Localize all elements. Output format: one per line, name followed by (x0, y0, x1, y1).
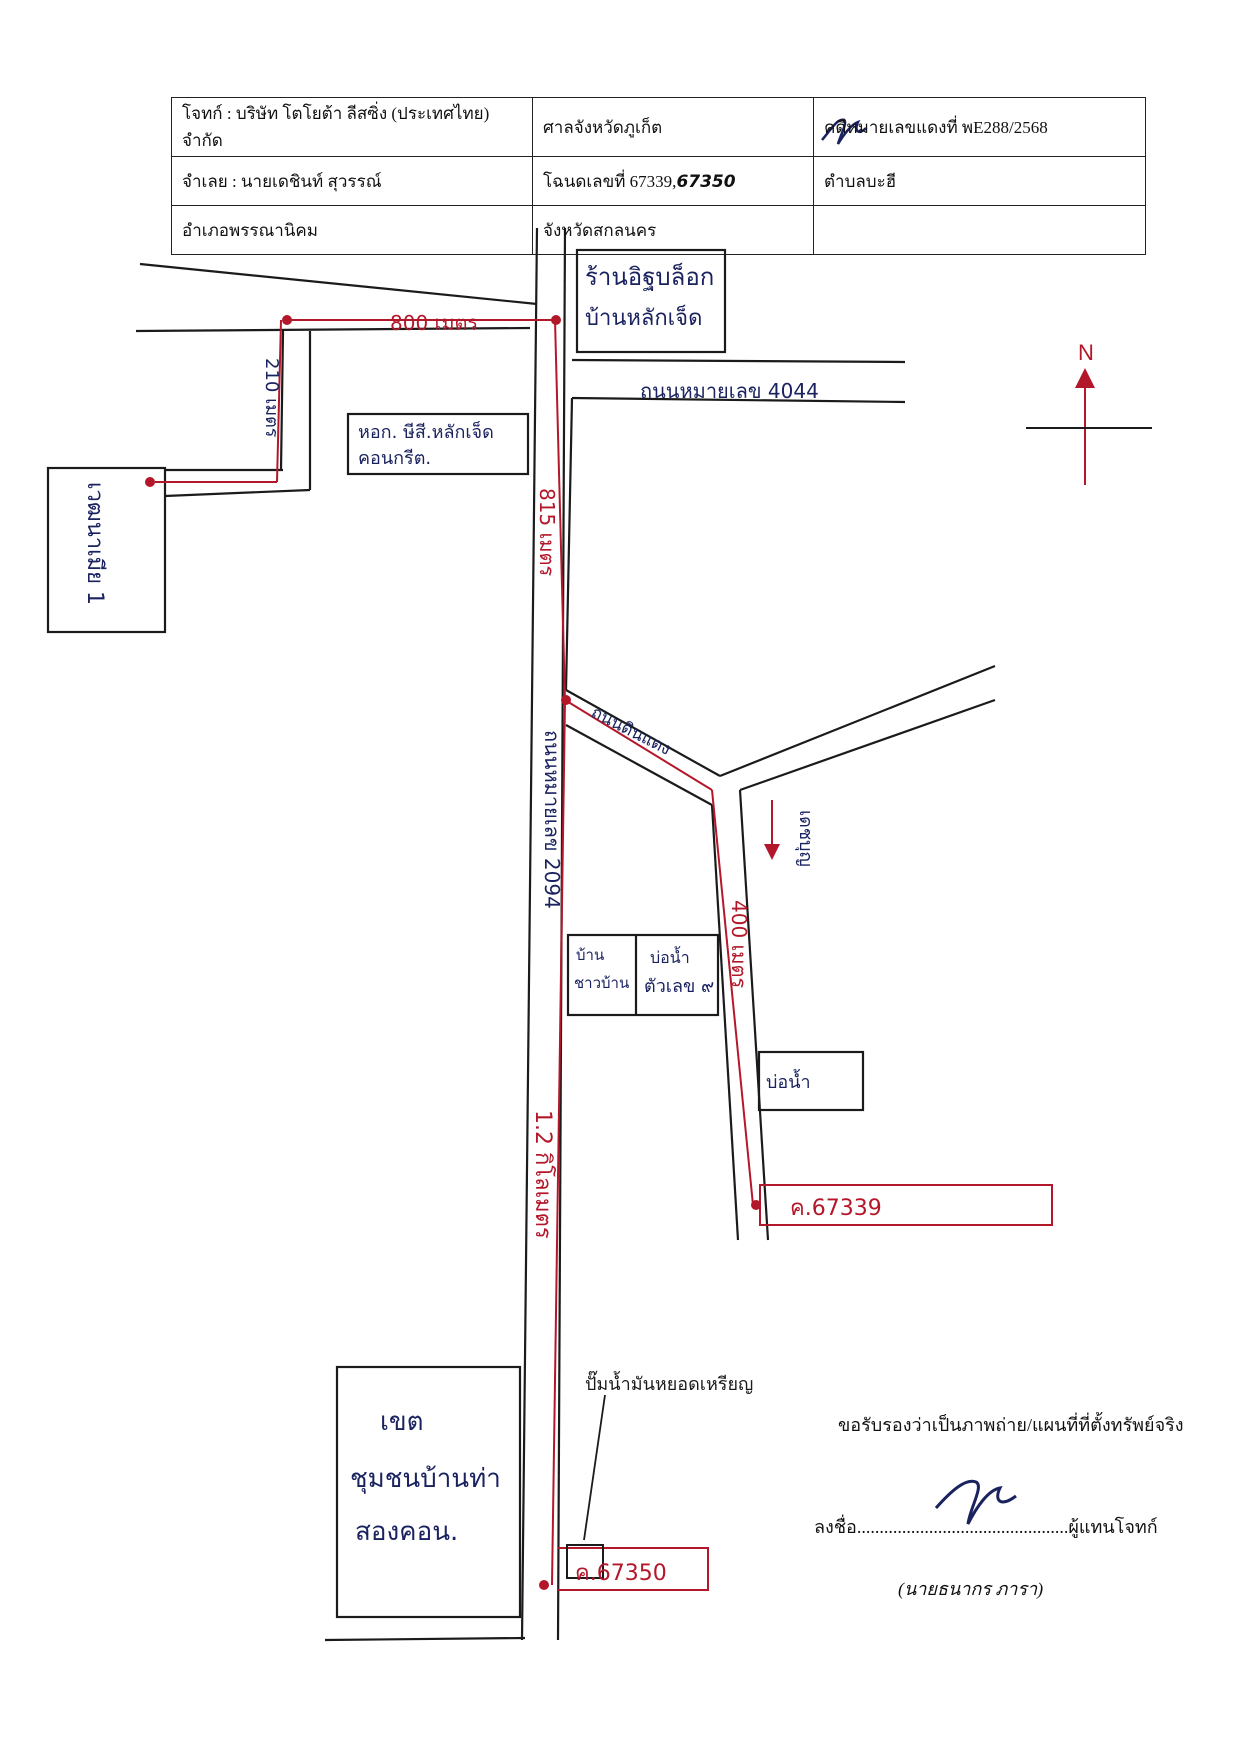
north-label: N (1078, 340, 1094, 365)
subdistrict-cell: ตำบลบะฮี (813, 156, 1146, 206)
label-pond-line2: ตัวเลข ๙ (644, 976, 714, 997)
gas-station-pointer (583, 1394, 606, 1541)
defendant-cell: จำเลย : นายเดชินท์ สุวรรณ์ (171, 156, 533, 206)
route-dirt (564, 699, 713, 791)
dirt-road-top-edge (565, 689, 721, 777)
label-house-line1: บ้าน (576, 946, 604, 964)
label-to-village: เดชบุญ (795, 810, 816, 867)
marker-plot-67350 (539, 1580, 549, 1590)
north-arrow-head (1075, 368, 1095, 388)
label-community-line3: สองคอน. (355, 1517, 458, 1547)
dirt-road-bottom-edge (565, 724, 713, 806)
label-pond2: บ่อน้ำ (766, 1069, 811, 1093)
left-box-outline (46, 466, 167, 634)
marker-left-box (145, 477, 155, 487)
label-pond-line1: บ่อน้ำ (650, 946, 690, 967)
plaintiff-cell: โจทก์ : บริษัท โตโยต้า ลีสซิ่ง (ประเทศไท… (171, 97, 533, 157)
label-gas-station: ปั๊มน้ำมันหยอดเหรียญ (585, 1370, 753, 1395)
label-community-line1: เขต (380, 1407, 424, 1437)
label-400m: 400 เมตร (727, 900, 751, 989)
certification-statement: ขอรับรองว่าเป็นภาพถ่าย/แผนที่ที่ตั้งทรัพ… (838, 1415, 1184, 1435)
deed-number-cell: โฉนดเลขที่ 67339,67350 (532, 156, 814, 206)
marker-800m-west (282, 315, 292, 325)
marker-800m-east (551, 315, 561, 325)
signer-name: (นายธนากร ภารา) (898, 1579, 1044, 1599)
road-outlines (46, 227, 996, 1642)
road-210-left-edge (279, 330, 285, 471)
dorm-box (346, 412, 530, 476)
sign-suffix: ผู้แทนโจทก์ (1068, 1517, 1158, 1537)
case-header-table: โจทก์ : บริษัท โตโยต้า ลีสซิ่ง (ประเทศไท… (171, 97, 1146, 255)
road-4044-junction (564, 397, 574, 691)
marker-junction (561, 695, 571, 705)
label-community-line2: ชุมชนบ้านท่า (350, 1464, 501, 1494)
road-top-left-edge (139, 262, 538, 306)
label-plot-67339: ค.67339 (790, 1196, 882, 1221)
sign-prefix: ลงชื่อ (814, 1517, 857, 1537)
label-road-4044: ถนนหมายเลข 4044 (640, 379, 819, 403)
label-shop-line1: ร้านอิฐบล็อก (585, 262, 714, 291)
label-house-line2: ชาวบ้าน (574, 974, 629, 992)
signature-mark-main (934, 1479, 1017, 1525)
label-1-2km: 1.2 กิโลเมตร (530, 1110, 556, 1239)
gas-station-box (566, 1544, 604, 1579)
label-dorm-line1: หอก. ษีสี.หลักเจ็ด (358, 420, 494, 443)
district-cell: อำเภอพรรณานิคม (171, 205, 533, 255)
red-route-lines (155, 319, 1053, 1591)
deed-number-printed: โฉนดเลขที่ 67339, (543, 171, 677, 191)
label-plot-67350: ค.67350 (575, 1561, 667, 1586)
road-top-left-lower (135, 326, 531, 333)
pond2-box (757, 1050, 865, 1112)
label-road-2094: ถนนหมายเลข 2094 (540, 730, 564, 909)
road-400-right-edge (738, 789, 770, 1241)
route-1-2km (551, 699, 566, 1586)
road-4044-top-edge (571, 358, 906, 364)
plot-67350-box (558, 1547, 709, 1591)
road-4044-bottom-edge (571, 396, 906, 404)
sign-dots: ........................................… (856, 1517, 1069, 1537)
road-ne-lower (719, 664, 996, 778)
court-cell: ศาลจังหวัดภูเก็ต (532, 97, 814, 157)
province-cell: จังหวัดสกลนคร (532, 205, 814, 255)
route-815m (554, 319, 566, 701)
road-branch-bottom (164, 488, 311, 498)
road-400-left-edge (710, 804, 740, 1241)
signature-line: ลงชื่อ..................................… (814, 1512, 1158, 1541)
empty-cell (813, 205, 1146, 255)
route-210m (276, 319, 282, 483)
route-400m (711, 789, 754, 1206)
deed-number-handwritten: 67350 (676, 171, 736, 192)
label-210m: 210 เมตร (261, 358, 282, 438)
north-arrow (1026, 368, 1152, 485)
marker-plot-67339 (751, 1200, 761, 1210)
road-2094-left-edge (520, 227, 539, 1641)
road-bottom-edge (324, 1636, 526, 1642)
label-815m: 815 เมตร (535, 488, 559, 577)
label-800m: 800 เมตร (390, 311, 479, 335)
case-number-cell: คดีหมายเลขแดงที่ พE288/2568 (813, 97, 1146, 157)
road-ne-upper (739, 698, 996, 792)
house-pond-box (566, 933, 720, 1017)
red-markers (145, 315, 761, 1590)
village-arrow-head (764, 844, 780, 860)
label-dorm-line2: คอนกรีต. (358, 448, 431, 469)
community-box (335, 1365, 522, 1619)
label-shop-line2: บ้านหลักเจ็ด (585, 303, 702, 331)
label-left-box: เวฒนาเมีย 1 (82, 482, 107, 605)
label-dirt-road: ถนนดินแดง (588, 703, 674, 760)
